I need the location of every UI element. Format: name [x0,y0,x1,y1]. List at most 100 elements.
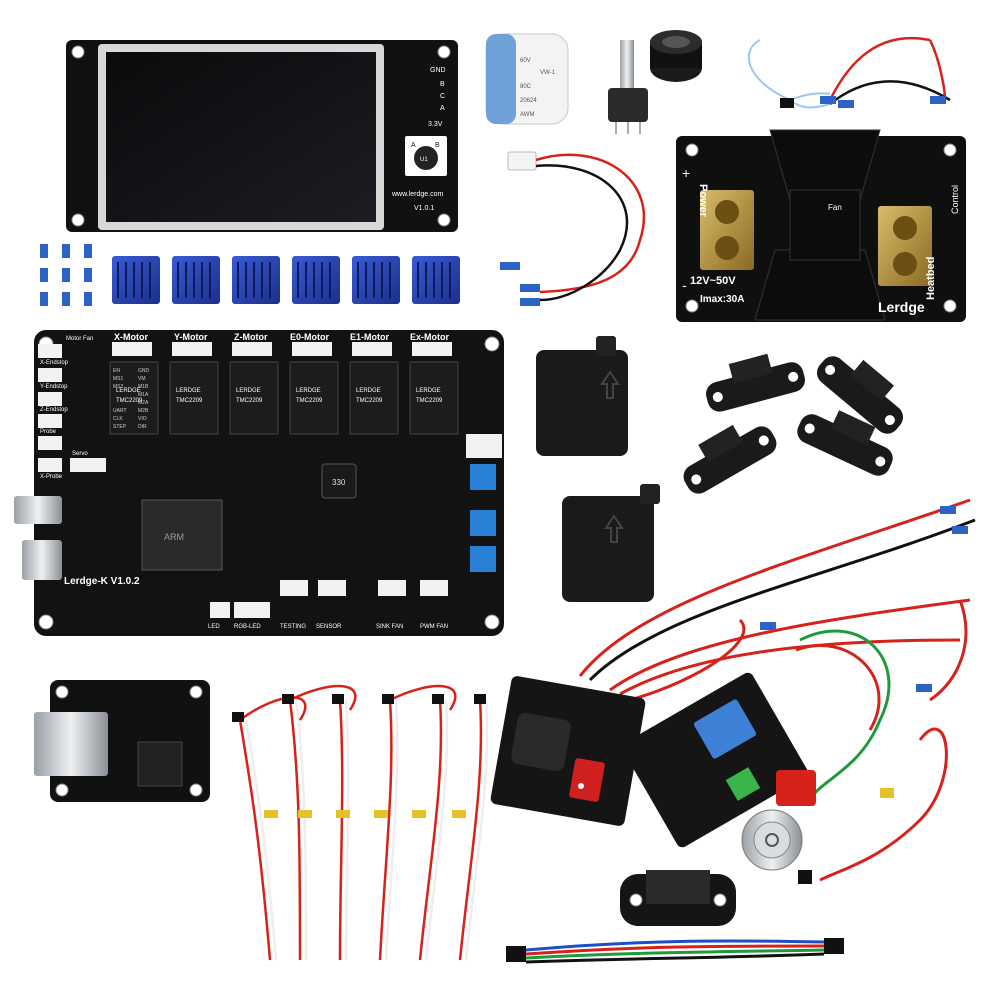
heatsink [172,256,220,304]
power-switch [569,758,605,802]
filament-sensor [536,336,628,456]
driver-label: TMC2209 [356,398,383,404]
ffc-marking: 20624 [520,98,537,104]
control-label: Control [950,185,960,214]
pin-label: DIR [138,424,147,430]
screen-pin-labels: GND B C A 3.3V [428,67,446,128]
pin-label: B [440,81,445,88]
left-label: Probe [40,429,57,435]
four-wire-cable [506,938,844,964]
pin-label: GND [138,368,150,374]
optical-endstop [797,410,893,476]
pin-label: CLK [113,416,123,422]
pin-label: 3.3V [428,121,443,128]
voltage-label: 12V~50V [690,275,736,287]
bottom-label: SENSOR [316,624,342,630]
pin-label: MS1 [113,376,124,382]
pin-label: STEP [113,424,127,430]
usb-b-port [34,712,108,776]
driver-label: TMC2209 [116,398,143,404]
driver-label: LERDGE [416,388,441,394]
endstop-connectors [38,344,106,472]
arrow-up-icon [604,514,624,543]
ffc-marking: 60V [520,58,531,64]
plus-label: + [682,165,690,181]
heatbed-label: Heatbed [925,257,937,300]
fan-label: Fan [828,203,842,212]
ac-power-inlet [490,676,646,826]
cable-connector [507,151,537,171]
heatsink [112,256,160,304]
optical-endstop [816,356,904,434]
left-label: Z-Endstop [40,407,68,413]
heatsink [352,256,400,304]
motor-label-y: Y-Motor [174,332,208,342]
thermistor-cable [747,39,831,109]
mainboard: X-Motor Y-Motor Z-Motor E0-Motor E1-Moto… [14,330,504,636]
heatsink [412,256,460,304]
pin-label: M2B [138,408,149,414]
thermistor-connector [780,98,794,108]
motor-label-z: Z-Motor [234,332,268,342]
pin-label: M1B [138,384,149,390]
pin-label: GND [430,67,446,74]
minus-label: - [682,277,687,293]
relay-block [693,699,757,759]
pin-label: UART [113,408,127,414]
power-terminal [700,190,754,270]
ffc-marking: AWM [520,112,534,118]
pin-label: C [440,93,445,100]
optical-endstop [706,353,805,412]
stepper-driver-slots [109,361,459,435]
mount-hole [71,213,85,227]
sd-card-slot [22,540,62,580]
cable-connectors [232,694,486,722]
bottom-connectors [210,580,448,618]
cable-bundle [238,684,489,961]
bottom-label: PWM FAN [420,624,448,630]
mcu-chip [141,499,223,571]
pin-label: M1A [138,392,149,398]
driver-label: LERDGE [296,388,321,394]
heatsink [232,256,280,304]
left-label: Y-Endstop [40,384,68,390]
left-label: X-Probe [40,474,63,480]
motor-label-ex: Ex-Motor [410,332,449,342]
pin-label: VIO [138,416,147,422]
heatbed-terminal [878,206,932,286]
pin-label: MS2 [113,384,124,390]
motor-label-e1: E1-Motor [350,332,389,342]
driver-label: TMC2209 [176,398,203,404]
filament-sensor [562,484,660,602]
power-label: Power [697,184,709,218]
usb-serial-module [34,680,210,802]
current-label: Imax:30A [700,294,744,305]
left-label: X-Endstop [40,360,69,366]
mount-hole [71,45,85,59]
left-label: Servo [72,451,88,457]
mosfet-heatbed-module: Fan + - Power Heatbed Control 12V~50V Im… [676,129,966,322]
motor-connectors [112,342,452,356]
encoder-shaft [620,40,634,100]
rotary-encoder [608,40,648,134]
brand-label: Lerdge [878,299,925,315]
encoder-label-u1: U1 [420,157,428,163]
motor-label-x: X-Motor [114,332,148,342]
ffc-marking: 80C [520,84,532,90]
encoder-label-a: A [411,142,416,149]
encoder-icon [414,146,438,170]
board-name: Lerdge-K V1.0.2 [64,576,140,587]
metal-push-button [741,770,816,884]
power-terminals [466,434,502,572]
mcu-label: ARM [164,532,184,542]
power-icon [765,833,779,847]
heatsink [292,256,340,304]
inductor [321,463,357,499]
driver-label: TMC2209 [416,398,443,404]
encoder-label-b: B [435,142,440,149]
bottom-label: SINK FAN [376,624,403,630]
pin-label: A [440,105,445,112]
bottom-label: LED [208,624,220,630]
mount-hole [437,45,451,59]
